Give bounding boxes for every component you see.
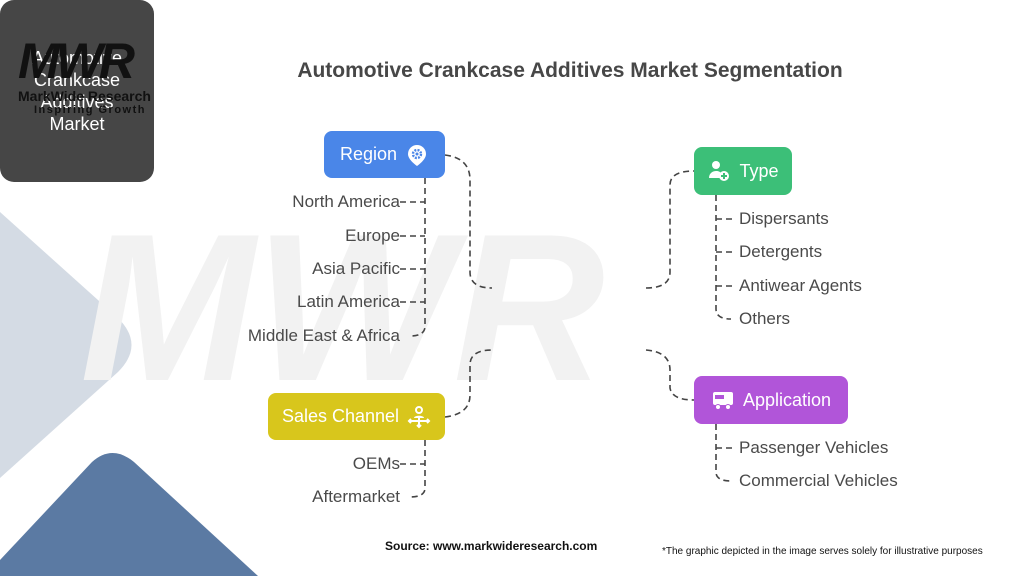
region-node: Region bbox=[324, 131, 445, 178]
sales-channel-item: OEMs bbox=[352, 454, 400, 473]
region-item: Europe bbox=[345, 226, 400, 245]
type-node: Type bbox=[694, 147, 792, 195]
vehicle-icon bbox=[712, 392, 733, 410]
person-arrows-icon bbox=[407, 405, 431, 428]
connectors bbox=[400, 154, 733, 498]
source-text: Source: www.markwideresearch.com bbox=[385, 539, 598, 553]
disclaimer-note: *The graphic depicted in the image serve… bbox=[662, 546, 983, 557]
region-item: North America bbox=[292, 192, 400, 211]
brand-name: MarkWide Research bbox=[18, 88, 151, 104]
application-item: Commercial Vehicles bbox=[739, 471, 898, 490]
location-gear-icon bbox=[408, 144, 427, 166]
center-label: Automotive Crankcase Additives Market bbox=[31, 48, 123, 134]
brand-tagline: Inspiring Growth bbox=[34, 104, 146, 116]
application-label: Application bbox=[742, 389, 832, 410]
sales-channel-node: Sales Channel bbox=[268, 393, 445, 440]
watermark: MWR bbox=[80, 190, 605, 425]
bg-light-shape bbox=[0, 212, 132, 478]
application-node: Application bbox=[694, 376, 848, 424]
region-item: Middle East & Africa bbox=[247, 326, 400, 345]
page-title: Automotive Crankcase Additives Market Se… bbox=[297, 59, 843, 82]
bg-dark-shape bbox=[0, 453, 258, 576]
brand-logo: MWR MarkWide Research Inspiring Growth bbox=[18, 36, 173, 116]
type-label: Type bbox=[739, 160, 779, 181]
application-item: Passenger Vehicles bbox=[739, 438, 889, 457]
type-item: Detergents bbox=[739, 242, 823, 261]
region-item: Asia Pacific bbox=[312, 259, 400, 278]
type-item: Others bbox=[739, 309, 791, 328]
sales-channel-item: Aftermarket bbox=[312, 487, 400, 506]
type-item: Dispersants bbox=[739, 209, 829, 228]
sales-channel-label: Sales Channel bbox=[281, 406, 400, 426]
region-item: Latin America bbox=[297, 292, 400, 311]
type-item: Antiwear Agents bbox=[739, 276, 862, 295]
center-node: Automotive Crankcase Additives Market bbox=[0, 0, 154, 182]
region-label: Region bbox=[339, 144, 398, 164]
logo-mark: MWR bbox=[18, 33, 135, 89]
user-plus-icon bbox=[709, 161, 730, 181]
